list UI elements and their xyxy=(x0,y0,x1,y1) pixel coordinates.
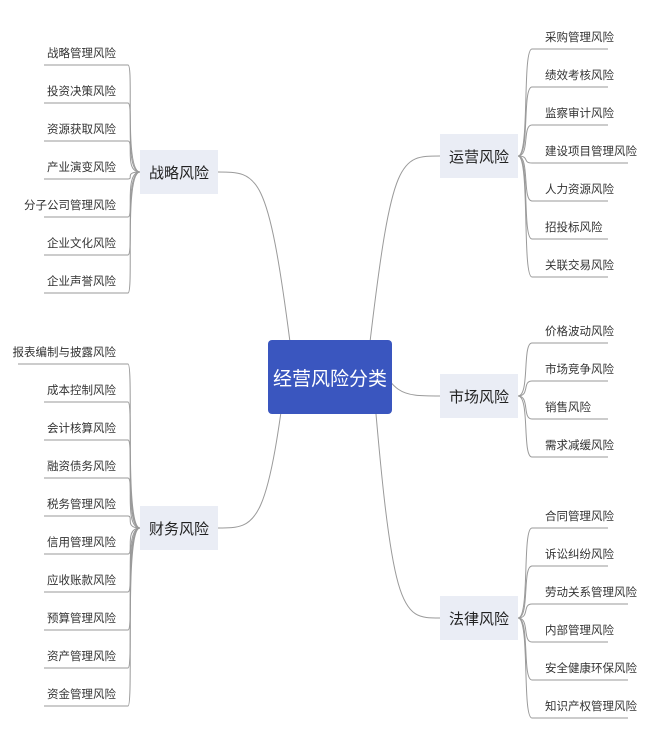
leaf-finance-1[interactable]: 成本控制风险 xyxy=(47,383,116,397)
leaf-strategy-4[interactable]: 分子公司管理风险 xyxy=(24,198,116,212)
link-root-operation xyxy=(369,155,441,343)
leaf-strategy-0[interactable]: 战略管理风险 xyxy=(47,46,116,60)
link-strategy-6 xyxy=(127,171,141,294)
leaf-strategy-3[interactable]: 产业演变风险 xyxy=(47,160,116,174)
leaf-finance-8[interactable]: 资产管理风险 xyxy=(47,649,116,663)
link-market-3 xyxy=(517,395,533,458)
link-operation-1 xyxy=(517,86,533,157)
branch-market-label: 市场风险 xyxy=(448,387,509,406)
leaf-finance-2[interactable]: 会计核算风险 xyxy=(47,421,116,435)
branch-market[interactable]: 市场风险 xyxy=(440,374,518,418)
leaf-finance-5[interactable]: 信用管理风险 xyxy=(47,535,116,549)
branch-operation[interactable]: 运营风险 xyxy=(440,134,518,178)
link-finance-9 xyxy=(127,527,141,707)
link-finance-6 xyxy=(127,527,141,593)
branch-legal[interactable]: 法律风险 xyxy=(440,596,518,640)
leaf-operation-0[interactable]: 采购管理风险 xyxy=(545,30,614,44)
leaf-operation-4[interactable]: 人力资源风险 xyxy=(545,182,614,196)
branch-strategy-label: 战略风险 xyxy=(148,163,209,182)
branch-strategy[interactable]: 战略风险 xyxy=(140,150,218,194)
leaf-operation-5[interactable]: 招投标风险 xyxy=(545,220,603,234)
leaf-legal-0[interactable]: 合同管理风险 xyxy=(545,509,614,523)
link-finance-4 xyxy=(127,515,141,529)
link-market-0 xyxy=(517,342,533,397)
leaf-market-1[interactable]: 市场竞争风险 xyxy=(545,362,614,376)
leaf-legal-4[interactable]: 安全健康环保风险 xyxy=(545,661,637,675)
leaf-legal-5[interactable]: 知识产权管理风险 xyxy=(545,699,637,713)
leaf-strategy-5[interactable]: 企业文化风险 xyxy=(47,236,116,250)
leaf-finance-7[interactable]: 预算管理风险 xyxy=(47,611,116,625)
leaf-market-3[interactable]: 需求减缓风险 xyxy=(545,438,614,452)
link-finance-3 xyxy=(127,477,141,529)
leaf-finance-3[interactable]: 融资债务风险 xyxy=(47,459,116,473)
branch-finance[interactable]: 财务风险 xyxy=(140,506,218,550)
link-strategy-1 xyxy=(127,102,141,173)
branch-finance-label: 财务风险 xyxy=(148,519,209,538)
link-root-legal xyxy=(369,341,441,619)
leaf-operation-1[interactable]: 绩效考核风险 xyxy=(545,68,614,82)
root-node[interactable]: 经营风险分类 xyxy=(268,340,392,414)
leaf-strategy-1[interactable]: 投资决策风险 xyxy=(47,84,116,98)
link-strategy-3 xyxy=(127,171,141,180)
leaf-operation-3[interactable]: 建设项目管理风险 xyxy=(545,144,637,158)
link-operation-2 xyxy=(517,124,533,157)
link-strategy-2 xyxy=(127,140,141,173)
leaf-legal-2[interactable]: 劳动关系管理风险 xyxy=(545,585,637,599)
link-legal-2 xyxy=(517,603,533,619)
leaf-finance-9[interactable]: 资金管理风险 xyxy=(47,687,116,701)
link-legal-1 xyxy=(517,565,533,619)
branch-legal-label: 法律风险 xyxy=(448,609,509,628)
leaf-operation-2[interactable]: 监察审计风险 xyxy=(545,106,614,120)
link-market-1 xyxy=(517,380,533,397)
leaf-operation-6[interactable]: 关联交易风险 xyxy=(545,258,614,272)
leaf-finance-4[interactable]: 税务管理风险 xyxy=(47,497,116,511)
link-root-strategy xyxy=(217,171,291,343)
link-legal-5 xyxy=(517,617,533,719)
leaf-legal-1[interactable]: 诉讼纠纷风险 xyxy=(545,547,614,561)
leaf-market-0[interactable]: 价格波动风险 xyxy=(545,324,614,338)
leaf-legal-3[interactable]: 内部管理风险 xyxy=(545,623,614,637)
link-operation-6 xyxy=(517,155,533,278)
branch-operation-label: 运营风险 xyxy=(448,147,509,166)
leaf-strategy-6[interactable]: 企业声誉风险 xyxy=(47,274,116,288)
leaf-finance-0[interactable]: 报表编制与披露风险 xyxy=(12,345,117,359)
link-legal-0 xyxy=(517,527,533,619)
root-label: 经营风险分类 xyxy=(272,367,387,390)
leaf-market-2[interactable]: 销售风险 xyxy=(545,400,591,414)
leaf-finance-6[interactable]: 应收账款风险 xyxy=(47,573,116,587)
link-legal-4 xyxy=(517,617,533,681)
link-operation-0 xyxy=(517,48,533,157)
leaf-strategy-2[interactable]: 资源获取风险 xyxy=(47,122,116,136)
